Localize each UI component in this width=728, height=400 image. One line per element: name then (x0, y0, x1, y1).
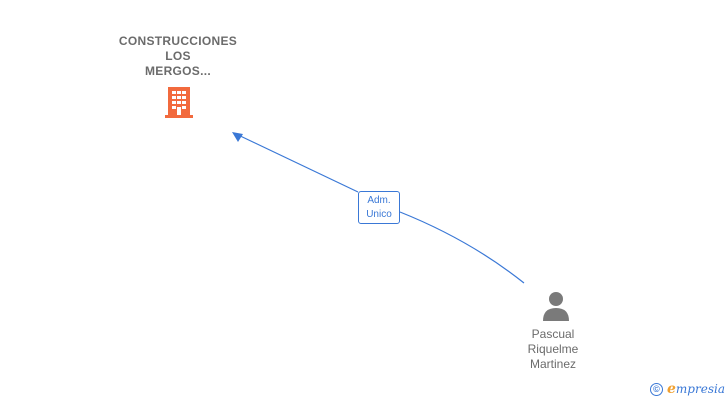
person-name-line-3: Martinez (529, 357, 576, 371)
relation-edge (233, 132, 525, 284)
company-name-line-3: MERGOS... (144, 64, 212, 78)
brand-name: empresia (667, 381, 725, 397)
company-name-line-2: LOS (165, 49, 191, 63)
copyright-icon: © (650, 382, 663, 396)
role-badge[interactable]: Adm. Unico (358, 191, 400, 224)
brand-name-initial: e (667, 381, 676, 397)
company-label[interactable]: CONSTRUCCIONES LOS MERGOS... (108, 34, 248, 79)
person-icon[interactable] (540, 290, 572, 322)
person-name-line-2: Riquelme (527, 342, 579, 356)
company-name-line-1: CONSTRUCCIONES (118, 34, 238, 48)
role-line-2: Unico (366, 209, 392, 220)
building-icon[interactable] (163, 85, 195, 119)
role-line-1: Adm. (367, 195, 391, 206)
brand-logo: © empresia (650, 380, 725, 398)
brand-name-rest: mpresia (675, 382, 725, 396)
arrow-head-icon (232, 132, 243, 142)
person-label[interactable]: Pascual Riquelme Martinez (503, 327, 603, 372)
person-name-line-1: Pascual (531, 327, 575, 341)
